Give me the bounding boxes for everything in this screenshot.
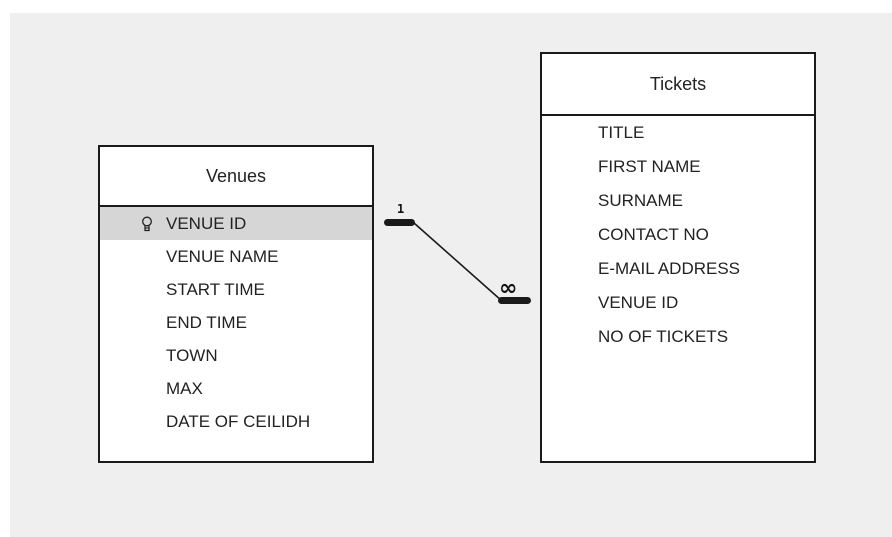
field-label: END TIME (166, 313, 247, 332)
tickets-table-header[interactable]: Tickets (542, 54, 814, 116)
primary-key-icon (142, 216, 152, 232)
venues-table[interactable]: Venues VENUE ID VENUE NAME START TIME EN… (98, 145, 374, 463)
venues-table-title: Venues (205, 165, 267, 186)
field-label: VENUE NAME (166, 247, 279, 266)
venues-field-venue-name[interactable]: VENUE NAME (100, 240, 372, 273)
venues-field-venue-id[interactable]: VENUE ID (100, 207, 372, 240)
field-label: START TIME (166, 280, 265, 299)
venues-field-date-of-ceilidh[interactable]: DATE OF CEILIDH (100, 405, 372, 438)
tickets-field-no-of-tickets[interactable]: NO OF TICKETS (542, 320, 814, 353)
many-cardinality-label: ∞ (499, 276, 517, 301)
venues-field-max[interactable]: MAX (100, 372, 372, 405)
tickets-field-surname[interactable]: SURNAME (542, 184, 814, 217)
field-label: DATE OF CEILIDH (166, 412, 311, 431)
tickets-field-email-address[interactable]: E-MAIL ADDRESS (542, 252, 814, 285)
tickets-field-contact-no[interactable]: CONTACT NO (542, 218, 814, 251)
venues-field-start-time[interactable]: START TIME (100, 273, 372, 306)
field-label: VENUE ID (598, 293, 679, 312)
field-label: MAX (166, 379, 203, 398)
field-label: SURNAME (598, 191, 684, 210)
tickets-field-title[interactable]: TITLE (542, 116, 814, 149)
tickets-table[interactable]: Tickets TITLE FIRST NAME SURNAME CONTACT… (540, 52, 816, 463)
tickets-field-first-name[interactable]: FIRST NAME (542, 150, 814, 183)
relationship-line[interactable] (413, 222, 503, 302)
venues-table-header[interactable]: Venues (100, 147, 372, 207)
tickets-field-venue-id[interactable]: VENUE ID (542, 286, 814, 319)
one-side-connector-bar[interactable] (384, 219, 415, 226)
field-label: NO OF TICKETS (598, 327, 729, 346)
venues-field-end-time[interactable]: END TIME (100, 306, 372, 339)
field-label: TITLE (598, 123, 645, 142)
many-side-connector-bar[interactable] (498, 297, 531, 304)
field-label: FIRST NAME (598, 157, 701, 176)
field-label: E-MAIL ADDRESS (598, 259, 741, 278)
field-label: CONTACT NO (598, 225, 709, 244)
venues-field-town[interactable]: TOWN (100, 339, 372, 372)
field-label: VENUE ID (166, 214, 247, 233)
tickets-table-title: Tickets (649, 73, 707, 94)
one-cardinality-label: 1 (397, 202, 404, 216)
field-label: TOWN (166, 346, 218, 365)
